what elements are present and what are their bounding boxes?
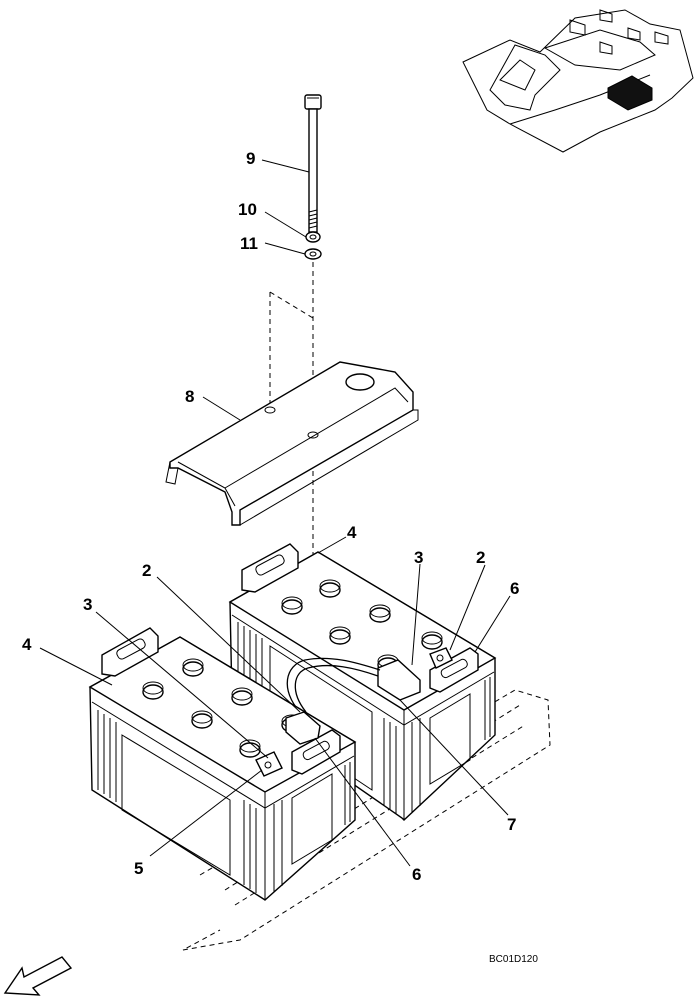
bolt xyxy=(304,94,322,233)
callout-8: 8 xyxy=(185,387,194,406)
callout-2-right: 2 xyxy=(476,548,485,567)
lock-washer xyxy=(305,231,321,243)
drawing-code: BC01D120 xyxy=(489,954,538,965)
terminal-clamp-right xyxy=(429,647,453,669)
battery-left xyxy=(88,627,357,901)
callout-5: 5 xyxy=(134,859,143,878)
callout-3-left: 3 xyxy=(83,595,92,614)
callout-6-right: 6 xyxy=(510,579,519,598)
callout-9: 9 xyxy=(246,149,255,168)
callout-6-bottom: 6 xyxy=(412,865,421,884)
leader-lines xyxy=(39,159,511,867)
terminal-cover-left xyxy=(285,711,321,745)
battery-hold-down-bracket xyxy=(165,361,419,526)
callout-2-left: 2 xyxy=(142,561,151,580)
callout-10: 10 xyxy=(238,200,257,219)
battery-location-highlight xyxy=(607,75,653,111)
terminal-cover-right xyxy=(377,659,421,701)
callout-7: 7 xyxy=(507,815,516,834)
callout-4-right: 4 xyxy=(347,523,357,542)
flat-washer xyxy=(304,248,322,260)
callout-11: 11 xyxy=(240,234,258,253)
battery-connecting-cable xyxy=(286,657,381,713)
front-direction-arrow-icon xyxy=(3,956,73,996)
callout-3-right: 3 xyxy=(414,548,423,567)
machine-locator-icon xyxy=(462,9,694,153)
callout-4-left: 4 xyxy=(22,635,32,654)
